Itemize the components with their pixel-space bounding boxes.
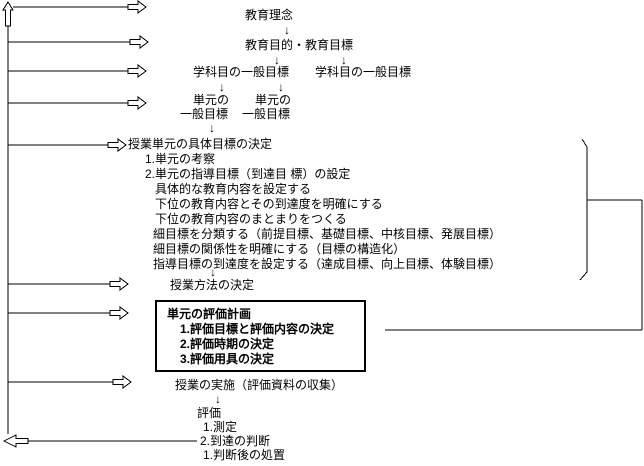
evaluation-item-3: 1.判断後の処置: [203, 448, 286, 462]
down-arrow-icon: ↓: [219, 80, 225, 94]
right-arrow-icon: [107, 138, 127, 152]
right-arrow-icon: [129, 35, 149, 49]
right-arrow-icon: [127, 0, 147, 14]
node-teaching-method-decision: 授業方法の決定: [170, 278, 255, 292]
concrete-goal-item-2: 2.単元の指導目標（到達目 標）の設定: [145, 167, 351, 181]
down-arrow-icon: ↓: [284, 23, 290, 37]
evaluation-plan-box: 単元の評価計画 1.評価目標と評価内容の決定 2.評価時期の決定 3.評価用具の…: [155, 300, 366, 372]
evaluation-plan-title: 単元の評価計画: [167, 307, 252, 321]
evaluation-plan-item-1: 1.評価目標と評価内容の決定: [180, 322, 335, 336]
evaluation-item-2: 2.到達の判断: [200, 434, 271, 448]
node-subject-general-goal-right: 学科目の一般目標: [315, 65, 412, 79]
right-arrow-icon: [112, 375, 132, 389]
evaluation-plan-item-2: 2.評価時期の決定: [180, 337, 275, 351]
left-arrow-icon: [2, 434, 29, 448]
node-unit-general-goal-right-line2: 一般目標: [242, 107, 291, 121]
node-concrete-goal-decision: 授業単元の具体目標の決定: [128, 137, 273, 151]
concrete-goal-item-1: 1.単元の考察: [145, 152, 216, 166]
node-unit-general-goal-left-line2: 一般目標: [180, 107, 229, 121]
goal-detail-6: 指導目標の到達度を設定する（達成目標、向上目標、体験目標）: [153, 257, 502, 271]
right-arrow-icon: [109, 306, 129, 320]
node-unit-general-goal-left: 単元の: [193, 93, 230, 107]
evaluation-item-1: 1.測定: [203, 420, 238, 434]
node-subject-general-goal-left: 学科目の一般目標: [193, 65, 290, 79]
down-arrow-icon: ↓: [274, 53, 280, 67]
section-bracket: [579, 138, 588, 281]
evaluation-feedback-path: [385, 199, 643, 331]
evaluation-plan-item-3: 3.評価用具の決定: [180, 352, 275, 366]
node-lesson-implementation: 授業の実施（評価資料の収集）: [175, 378, 344, 392]
right-arrow-icon: [109, 277, 129, 291]
down-arrow-icon: ↓: [341, 53, 347, 67]
goal-detail-5: 細目標の関係性を明確にする（目標の構造化）: [153, 242, 406, 256]
up-arrow-icon: [2, 1, 14, 27]
down-arrow-icon: ↓: [210, 265, 216, 279]
right-arrow-icon: [127, 96, 147, 110]
goal-detail-1: 具体的な教育内容を設定する: [155, 182, 312, 196]
node-education-purpose-goals: 教育目的・教育目標: [245, 38, 354, 52]
down-arrow-icon: ↓: [209, 121, 215, 135]
down-arrow-icon: ↓: [278, 80, 284, 94]
goal-detail-2: 下位の教育内容とその到達度を明確にする: [155, 197, 383, 211]
goal-detail-4: 細目標を分類する（前提目標、基礎目標、中核目標、発展目標）: [153, 227, 502, 241]
node-education-philosophy: 教育理念: [245, 8, 294, 22]
node-evaluation: 評価: [197, 406, 222, 420]
down-arrow-icon: ↓: [215, 392, 221, 406]
right-arrow-icon: [127, 64, 147, 78]
branch-arrow-icons: [107, 0, 149, 389]
goal-detail-3: 下位の教育内容のまとまりをつくる: [155, 212, 347, 226]
node-unit-general-goal-right: 単元の: [255, 93, 292, 107]
branch-lines: [8, 6, 197, 442]
